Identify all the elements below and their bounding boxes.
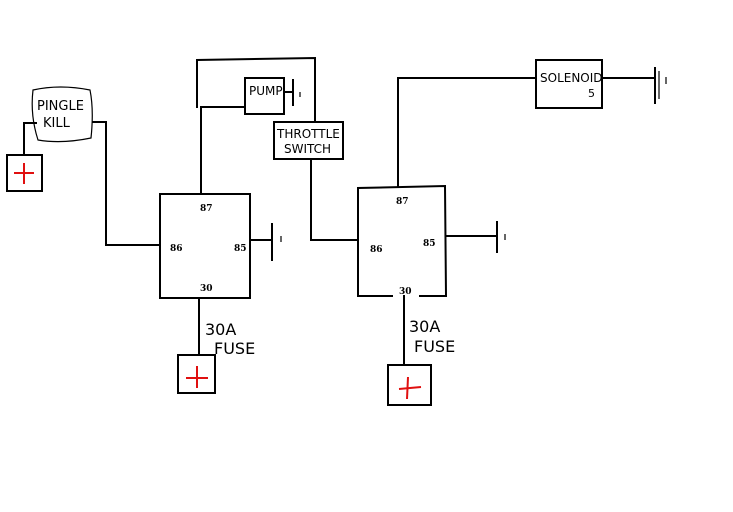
ground-icon bbox=[654, 67, 667, 104]
fuse2-label-line1: 30A bbox=[409, 317, 440, 336]
pingle-kill-switch: PINGLE KILL bbox=[31, 86, 93, 143]
battery-box bbox=[387, 364, 432, 406]
relay-left-pin-30: 30 bbox=[200, 284, 213, 294]
fuse1-label: 30A FUSE bbox=[205, 320, 255, 358]
relay-left-pin-85: 85 bbox=[234, 244, 247, 254]
relay-right-pin-30: 30 bbox=[399, 287, 412, 297]
kill-label-line1: PINGLE bbox=[37, 99, 84, 114]
wire-relay1-87-pump bbox=[200, 106, 246, 195]
ground-icon bbox=[271, 223, 282, 261]
fuse1-label-line1: 30A bbox=[205, 320, 236, 339]
pump-box bbox=[244, 77, 285, 115]
relay-left-pin-87: 87 bbox=[200, 204, 213, 214]
battery-positive-fuse1 bbox=[177, 354, 216, 394]
relay-right-pin-86: 86 bbox=[370, 245, 383, 255]
solenoid-box bbox=[535, 59, 603, 109]
battery-positive-fuse2 bbox=[387, 364, 432, 406]
battery-positive-left bbox=[6, 154, 43, 192]
relay-right-body bbox=[357, 184, 448, 297]
battery-positive-icon bbox=[14, 163, 34, 184]
throttle-switch-box bbox=[273, 121, 344, 160]
relay-left: 87 86 85 30 bbox=[159, 193, 251, 299]
wire-battery-to-kill bbox=[23, 122, 37, 156]
solenoid-label-line1: SOLENOID bbox=[540, 71, 603, 85]
wire-relay2-87-solenoid bbox=[397, 77, 537, 187]
relay-right-pin-87: 87 bbox=[396, 197, 409, 207]
solenoid-label-line2: 5 bbox=[588, 87, 595, 100]
wire-kill-to-relay1-86 bbox=[92, 121, 161, 246]
ground-icon bbox=[292, 79, 301, 106]
ground-icon bbox=[496, 221, 506, 253]
battery-positive-icon bbox=[398, 376, 422, 400]
throttle-label-line2: SWITCH bbox=[284, 142, 331, 156]
fuse2-label: 30A FUSE bbox=[409, 317, 455, 356]
relay-left-body bbox=[159, 193, 251, 299]
relay-left-pin-86: 86 bbox=[170, 244, 183, 254]
battery-box bbox=[177, 354, 216, 394]
wire-throttle-to-relay2-86 bbox=[310, 158, 359, 241]
pump: PUMP bbox=[244, 77, 285, 115]
kill-switch-outline bbox=[31, 86, 93, 143]
relay-right-pin-85: 85 bbox=[423, 239, 436, 249]
fuse2-label-line2: FUSE bbox=[414, 337, 455, 356]
fuse1-label-line2: FUSE bbox=[214, 339, 255, 358]
wire-pump-loop bbox=[196, 56, 316, 123]
throttle-label-line1: THROTTLE bbox=[276, 127, 340, 141]
battery-positive-icon bbox=[186, 366, 208, 388]
kill-label-line2: KILL bbox=[43, 116, 71, 131]
pump-label: PUMP bbox=[249, 84, 283, 98]
relay-right: 87 86 85 30 bbox=[357, 184, 448, 297]
throttle-switch: THROTTLE SWITCH bbox=[273, 121, 344, 160]
solenoid: SOLENOID 5 bbox=[535, 59, 603, 109]
